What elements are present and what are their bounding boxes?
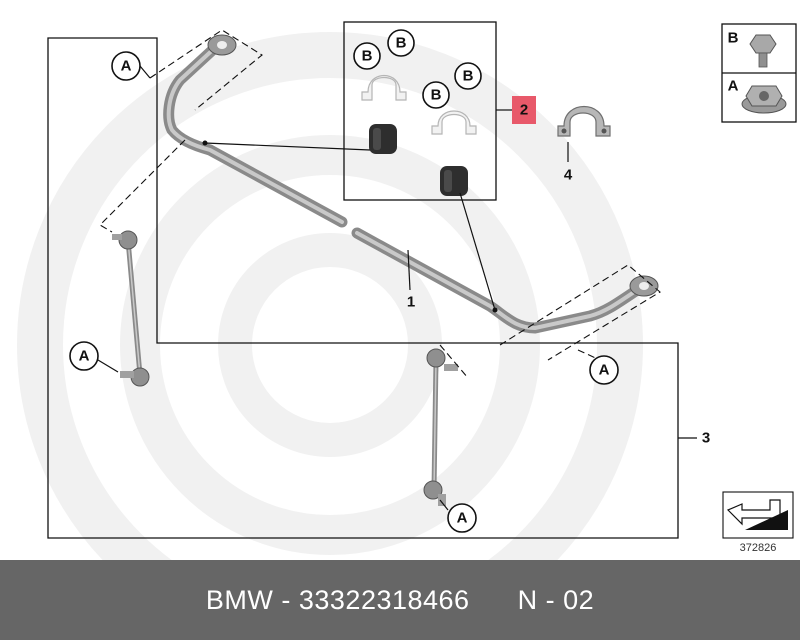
rubber-mount-right [440,166,468,196]
footer-gap [470,585,518,616]
svg-text:A: A [121,58,132,75]
assembly-lines [99,29,661,379]
assembly-frame [47,37,679,539]
callout-a-right: A [589,355,619,385]
item-number-2: 2 [520,102,528,119]
left-coupling-link [112,230,150,387]
item-number-4: 4 [564,167,573,184]
stabilizer-bar [163,34,659,334]
bracket-left [361,75,407,101]
footer-position: N - 02 [517,584,595,615]
right-coupling-link [423,348,458,506]
view-arrow-icon [722,491,794,539]
svg-text:B: B [362,48,373,65]
footer-part-number: 33322318466 [298,584,470,615]
svg-text:A: A [79,348,90,365]
callout-b-1: B [353,42,381,70]
callout-a-left-link: A [69,341,99,371]
svg-text:B: B [463,68,474,85]
watermark [17,32,643,560]
nut-icon [741,85,787,114]
item-number-1: 1 [407,294,415,311]
rubber-mount-left [369,124,397,154]
bushing-kit-box [343,21,497,201]
footer-brand: BMW [205,584,274,615]
legend-label-a: A [728,78,739,95]
legend-label-b: B [728,30,739,47]
callout-b-3: B [422,81,450,109]
svg-text:A: A [599,362,610,379]
svg-text:B: B [396,35,407,52]
callout-b-2: B [387,29,415,57]
footer-separator: - [273,584,299,615]
bracket-item-4 [557,105,611,137]
svg-text:A: A [457,510,468,527]
drawing-number: 372826 [740,542,777,554]
parts-diagram: A A A A B B B B 1 2 3 4 B A [17,21,797,560]
callout-b-4: B [454,62,482,90]
callout-a-top-left: A [111,51,141,81]
item-number-2-highlight: 2 [512,96,536,124]
callout-a-bottom: A [447,503,477,533]
svg-text:B: B [431,87,442,104]
item-number-3: 3 [702,430,710,447]
highlight-badge [512,96,536,124]
footer-bar: BMW - 33322318466 N - 02 [0,560,800,640]
bracket-right [431,110,477,135]
bolt-icon [749,34,777,68]
